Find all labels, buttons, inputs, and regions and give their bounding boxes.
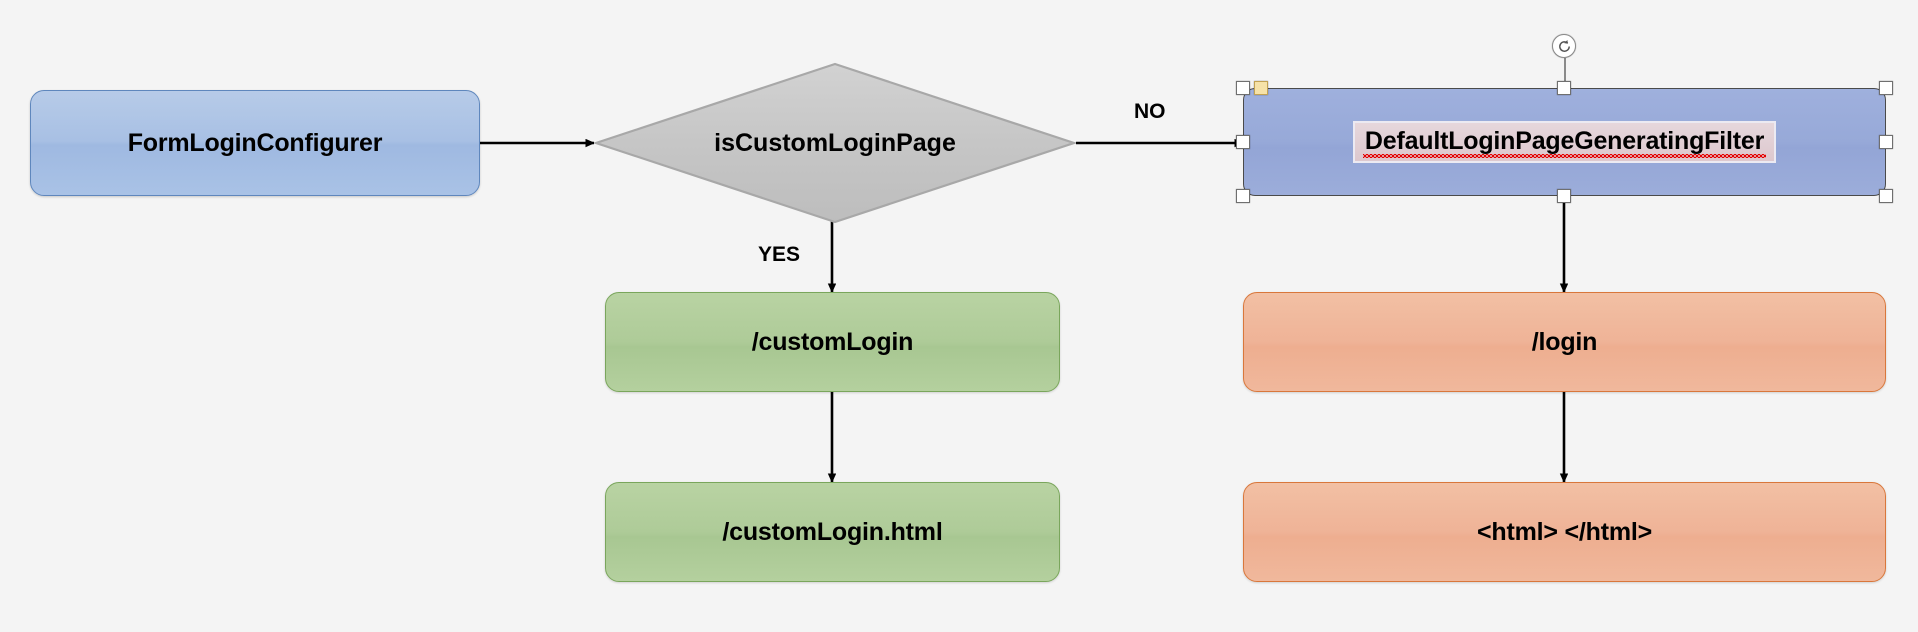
- node-default-login-page-generating-filter[interactable]: DefaultLoginPageGeneratingFilter: [1243, 88, 1886, 196]
- selection-handle-middle-right[interactable]: [1879, 135, 1893, 149]
- corner-radius-adjust-handle[interactable]: [1254, 81, 1268, 95]
- selection-handle-top-center[interactable]: [1557, 81, 1571, 95]
- selection-handle-top-right[interactable]: [1879, 81, 1893, 95]
- spellcheck-squiggle-underline: [1362, 153, 1767, 158]
- node-label-custom-login-html: /customLogin.html: [722, 517, 943, 546]
- edge-label-no: NO: [1134, 100, 1166, 123]
- node-label-custom-login: /customLogin: [751, 327, 914, 356]
- selection-handle-top-left[interactable]: [1236, 81, 1250, 95]
- node-custom-login-html[interactable]: /customLogin.html: [605, 482, 1060, 582]
- rotate-handle-icon[interactable]: [1552, 34, 1576, 58]
- node-label-default-login-page-generating-filter: DefaultLoginPageGeneratingFilter: [1352, 121, 1777, 163]
- selection-handle-bottom-left[interactable]: [1236, 189, 1250, 203]
- node-form-login-configurer[interactable]: FormLoginConfigurer: [30, 90, 480, 196]
- node-label-login: /login: [1531, 327, 1598, 356]
- selection-handle-middle-left[interactable]: [1236, 135, 1250, 149]
- node-html-markup[interactable]: <html> </html>: [1243, 482, 1886, 582]
- selection-handle-bottom-right[interactable]: [1879, 189, 1893, 203]
- node-is-custom-login-page[interactable]: isCustomLoginPage: [594, 62, 1076, 224]
- rotate-arrow-glyph: [1558, 39, 1570, 52]
- node-custom-login[interactable]: /customLogin: [605, 292, 1060, 392]
- selection-handle-bottom-center[interactable]: [1557, 189, 1571, 203]
- edge-label-yes: YES: [758, 243, 801, 266]
- node-login[interactable]: /login: [1243, 292, 1886, 392]
- diamond-shape: [594, 62, 1076, 224]
- node-label-text: DefaultLoginPageGeneratingFilter: [1364, 127, 1765, 156]
- node-label-html-markup: <html> </html>: [1476, 517, 1653, 546]
- rotate-handle-stem: [1564, 58, 1566, 88]
- node-label-form-login-configurer: FormLoginConfigurer: [127, 128, 383, 157]
